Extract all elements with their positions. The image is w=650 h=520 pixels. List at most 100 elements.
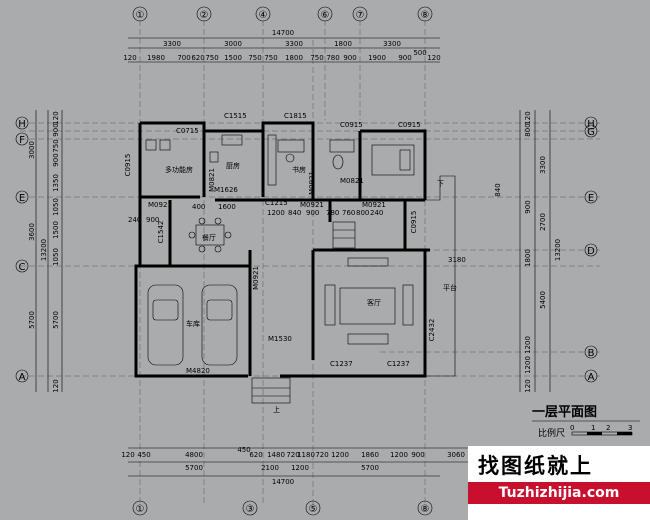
dimension-text: 13200 [40,239,48,261]
left-row-labels: H F E C A [15,116,29,383]
axis-top-8: ⑧ [421,10,430,21]
dimension-lines [35,37,551,477]
axis-top-2: ② [200,10,209,21]
dimension-text: C1215 [265,199,288,207]
dimension-text: 840 [288,209,301,217]
dimension-text: 240 [128,216,141,224]
dim-top-row1: 3300 3000 3300 1800 3300 [163,40,401,48]
dimension-text: M0921 [362,201,386,209]
dimension-text: 3600 [28,223,36,241]
dimension-text: 1860 [361,451,379,459]
dimension-text: 1200 [390,451,408,459]
dimension-text: C0915 [410,211,418,234]
dimension-text: 3000 [28,141,36,159]
dimension-text: 1 [591,424,595,432]
dimension-text: F [19,135,25,146]
dimension-text: 120 [524,379,532,392]
dimension-text: 800 [356,209,369,217]
dimension-text: 1200 [291,464,309,472]
dimension-text: C [19,262,26,273]
scale-label: 比例尺 [538,427,565,439]
bottom-axis-labels: ① ③ ⑤ ⑧ [132,500,433,516]
logo-url: Tuzhizhijia.com [468,482,650,504]
dimension-text: 1900 [368,54,386,62]
dimension-text: 700 [177,54,190,62]
dimension-text: 450 [237,446,250,454]
dimension-text: 1050 [52,198,60,216]
dimension-text: C1515 [224,112,247,120]
dimension-text: 400 [192,203,205,211]
dimension-text: 900 [52,153,60,166]
dimension-text: M1530 [268,335,292,343]
dim-overall-bottom: 14700 [272,478,294,486]
dimension-text: 5700 [185,464,203,472]
dimension-text: C2432 [428,319,436,342]
dimension-text: 2700 [539,213,547,231]
dimension-text: A [19,372,26,383]
dim-left: 3000 3600 13200 5700 120 900 750 900 135… [28,111,60,392]
dimension-text: 120 [524,111,532,124]
dimension-text: 900 [343,54,356,62]
dimension-text: 2100 [261,464,279,472]
dimension-text: 800 [524,123,532,136]
logo-text: 找图纸就上 [478,454,593,478]
row-axes [20,122,600,377]
dimension-text: 900 [524,200,532,213]
dimension-text: M0921 [252,266,260,290]
dimension-text: 1500 [52,221,60,239]
dimension-text: 13200 [554,239,562,261]
dimension-text: 1800 [285,54,303,62]
dimension-text: 5700 [361,464,379,472]
dimension-text: C1815 [284,112,307,120]
dimension-text: 750 [310,54,323,62]
dimension-text: 750 [248,54,261,62]
dimension-text: 760 [342,209,355,217]
dimension-text: 500 [413,49,426,57]
dimension-text: 1500 [224,54,242,62]
dimension-text: 1200 [524,336,532,354]
dimension-text: C0915 [340,121,363,129]
down-arrow-label: 下 [437,180,444,188]
right-row-labels: H G E D B A [584,116,598,383]
dimension-text: 900 [52,123,60,136]
dimension-text: 0 [570,424,574,432]
dim-bottom-row2: 5700 2100 1200 5700 [185,464,379,472]
dim-right: 120 800 3300 840 900 2700 1800 5400 1200… [494,111,562,392]
dimension-text: 3060 [447,451,465,459]
dimension-text: 720 [286,451,299,459]
axis-bottom-3: ③ [246,504,255,515]
dimension-text: 1600 [218,203,236,211]
axis-bottom-5: ⑤ [309,504,318,515]
axis-top-7: ⑦ [356,10,365,21]
up-arrow-label: 上 [273,405,280,414]
axis-bottom-1: ① [136,504,145,515]
dimension-text: 5400 [539,291,547,309]
dimension-text: D [587,246,595,257]
room-living: 客厅 [367,298,381,307]
scale-bar: 0 1 2 3 [570,424,632,436]
dimension-text: 2 [606,424,610,432]
dimension-text: 780 [326,209,339,217]
dimension-text: 1200 [331,451,349,459]
dimension-text: 1050 [52,248,60,266]
dimension-text: 3300 [285,40,303,48]
dim-top-row2: 120 1980 700 620 750 1500 750 750 1800 7… [123,49,440,62]
dimension-text: M0921 [148,201,172,209]
dimension-text: 1350 [52,174,60,192]
dimension-text: 120 [123,54,136,62]
column-axes [139,20,426,505]
dimension-text: 750 [264,54,277,62]
dimension-text: M4820 [186,367,210,375]
interior-walls [136,131,425,376]
dimension-text: 1980 [147,54,165,62]
axis-bottom-8: ⑧ [421,504,430,515]
top-axis-labels: ① ② ④ ⑥ ⑦ ⑧ [132,6,433,22]
furniture [145,134,456,404]
room-labels: 多功能房 厨房 书房 餐厅 车库 客厅 平台 下 上 [165,161,457,414]
dimension-text: 840 [494,183,502,196]
room-dining: 餐厅 [202,233,216,242]
dimension-text: 750 [52,139,60,152]
dimension-text: 1800 [334,40,352,48]
room-kitchen: 厨房 [226,161,240,170]
